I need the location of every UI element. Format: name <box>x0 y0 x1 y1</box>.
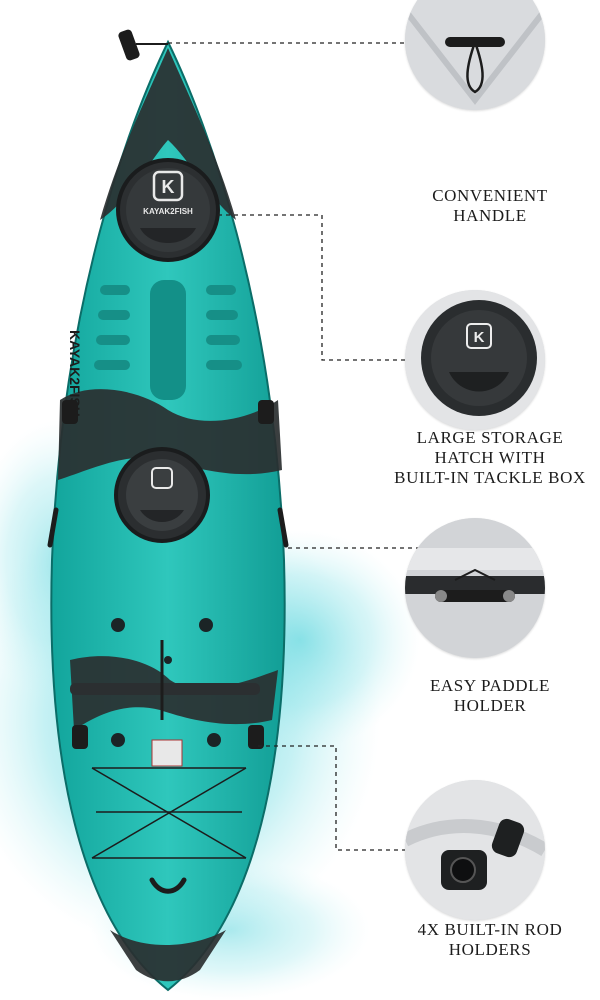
feature-label-line: BUILT-IN TACKLE BOX <box>394 468 586 487</box>
rod-holder-icon <box>441 818 525 890</box>
feature-image-paddle-holder <box>405 518 545 658</box>
hatch-icon: K <box>421 300 537 416</box>
hatch-logo-letter: K <box>162 177 175 197</box>
feature-image-rod-holder <box>405 780 545 920</box>
feature-label-hatch: LARGE STORAGE HATCH WITH BUILT-IN TACKLE… <box>380 428 600 488</box>
scupper-holes <box>111 618 221 747</box>
feature-label-line: HOLDER <box>453 696 527 715</box>
feature-label-line: CONVENIENT <box>432 186 548 205</box>
safety-label <box>151 739 183 767</box>
center-hatch <box>114 447 210 543</box>
side-handles <box>47 507 289 894</box>
footwell-ridges <box>94 280 242 400</box>
paddle-holder-icon <box>435 568 515 602</box>
callout-lines <box>168 42 440 851</box>
feature-image-hatch: K <box>405 290 545 430</box>
feature-label-line: HANDLE <box>453 206 527 225</box>
feature-label-rod-holder: 4X BUILT-IN ROD HOLDERS <box>380 920 600 960</box>
feature-label-line: LARGE STORAGE <box>416 428 564 447</box>
feature-label-line: 4X BUILT-IN ROD <box>417 920 563 939</box>
side-brand-text: KAYAK2FISH <box>67 330 83 417</box>
rear-bungee <box>91 767 247 859</box>
rod-holders <box>62 400 274 749</box>
feature-label-handle: CONVENIENT HANDLE <box>380 186 600 226</box>
bow-handle <box>118 29 168 61</box>
feature-label-line: HATCH WITH <box>434 448 546 467</box>
feature-label-line: HOLDERS <box>448 940 532 959</box>
feature-label-paddle-holder: EASY PADDLE HOLDER <box>380 676 600 716</box>
front-hatch: K KAYAK2FISH <box>116 158 220 262</box>
handle-icon <box>445 37 505 94</box>
paddle-holder-bar <box>70 640 260 720</box>
feature-label-line: EASY PADDLE <box>429 676 551 695</box>
feature-image-handle <box>405 0 545 110</box>
svg-text:K: K <box>474 329 485 346</box>
hatch-brand-text: KAYAK2FISH <box>143 207 193 216</box>
